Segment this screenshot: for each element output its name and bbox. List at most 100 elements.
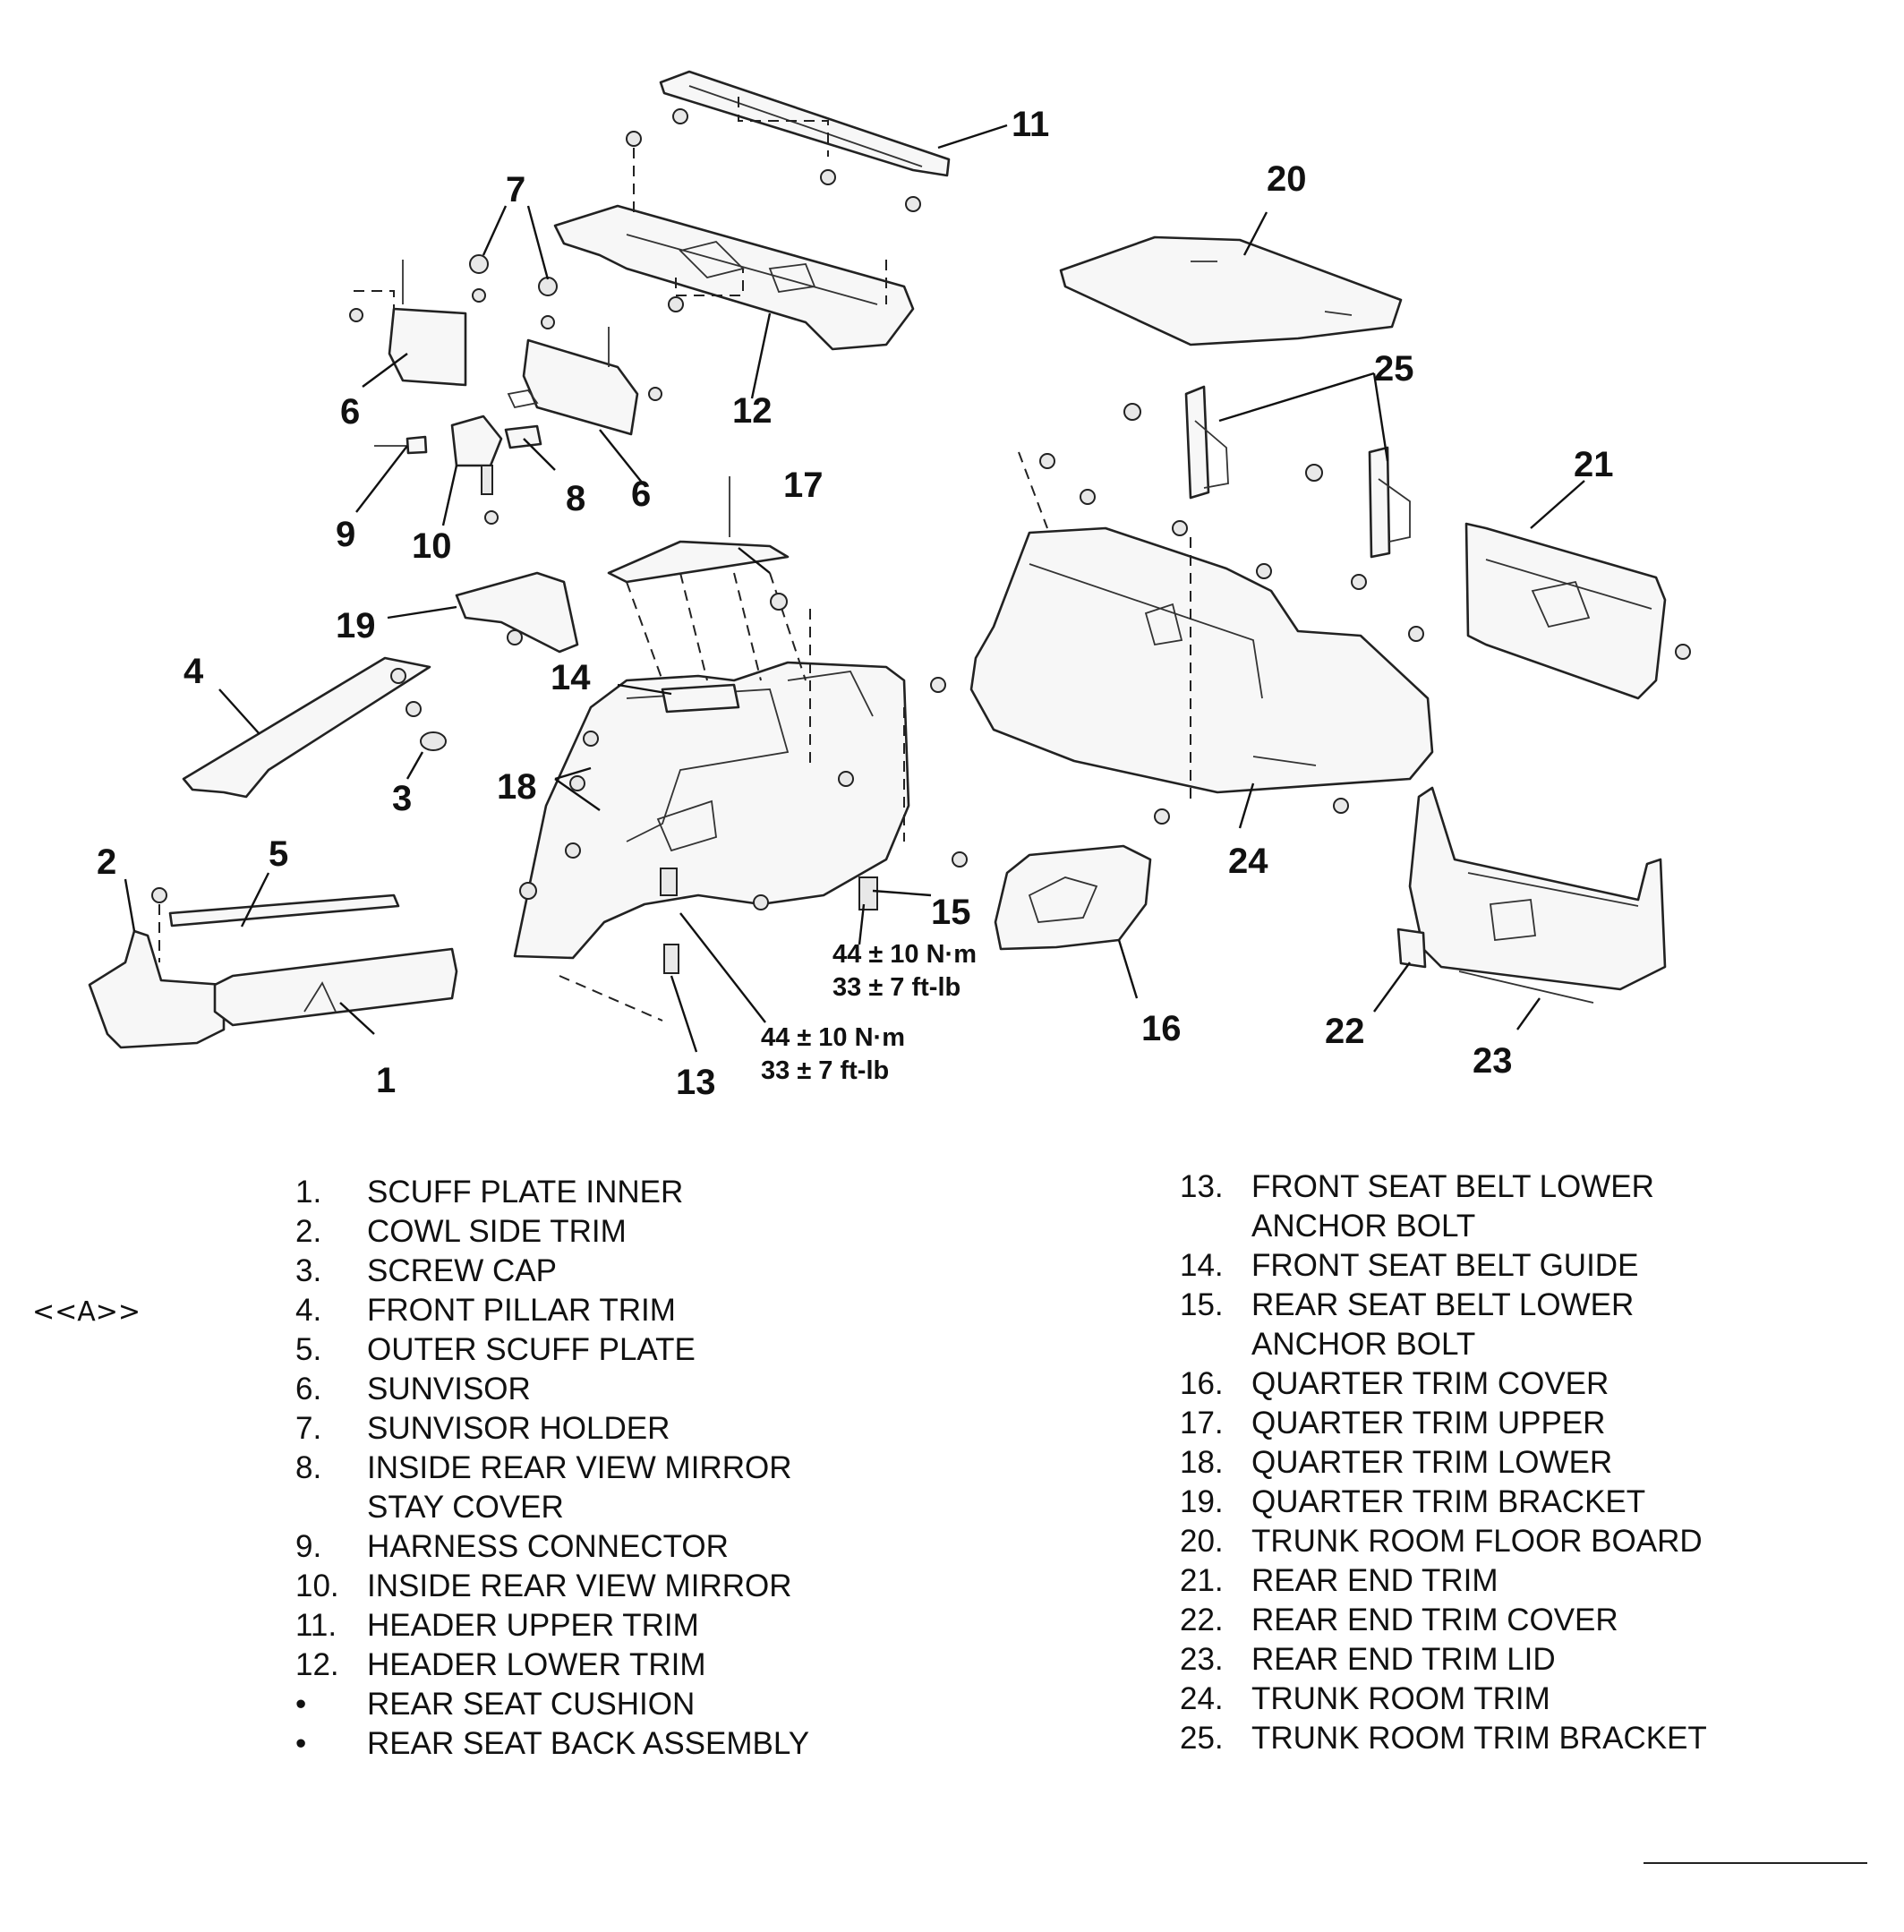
legend-item-continuation: ANCHOR BOLT [1251, 1209, 1476, 1244]
callout-13: 13 [676, 1063, 716, 1102]
trunk-room-trim [969, 451, 1434, 825]
legend-item: 11.HEADER UPPER TRIM [295, 1606, 809, 1646]
legend-item-number: 24. [1180, 1681, 1224, 1716]
legend-item: 2.COWL SIDE TRIM [295, 1212, 809, 1252]
legend-item-label: HARNESS CONNECTOR [367, 1529, 729, 1564]
footer-rule [1644, 1862, 1867, 1864]
header-lower-trim [553, 131, 915, 351]
legend-item-continuation: STAY COVER [367, 1490, 564, 1525]
callout-2: 2 [97, 842, 116, 882]
legend-item-label: SUNVISOR [367, 1372, 531, 1406]
callout-17: 17 [783, 466, 824, 505]
sunvisor-left [349, 260, 467, 387]
legend-item-number: 7. [295, 1411, 322, 1446]
rear-end-trim-cover [1396, 928, 1427, 969]
legend-item: 14. FRONT SEAT BELT GUIDE [1180, 1246, 1707, 1286]
legend-item: 25.TRUNK ROOM TRIM BRACKET [1180, 1719, 1707, 1758]
callout-3: 3 [392, 779, 412, 818]
legend-item-continuation: ANCHOR BOLT [1251, 1327, 1476, 1362]
legend-item-number: 5. [295, 1332, 322, 1367]
inside-rear-view-mirror [374, 389, 542, 525]
legend-item-number: 14. [1180, 1248, 1224, 1283]
legend-item-number: 19. [1180, 1484, 1224, 1519]
callout-21: 21 [1574, 445, 1614, 484]
legend-item-number: 11. [295, 1608, 337, 1643]
callout-10: 10 [412, 526, 452, 566]
torque-spec-15-nm: 44 ± 10 N·m [832, 940, 977, 969]
callout-9: 9 [336, 515, 355, 554]
legend-item-label: INSIDE REAR VIEW MIRROR [367, 1569, 792, 1603]
legend-item-number: 6. [295, 1372, 322, 1406]
legend-item-number: 4. [295, 1293, 322, 1328]
legend-item: 12. HEADER LOWER TRIM [295, 1646, 809, 1685]
callout-labels: 1 2 3 4 5 6 6 7 8 9 10 11 12 13 14 15 16… [97, 105, 1614, 1102]
callout-5: 5 [269, 834, 288, 874]
callout-19: 19 [336, 606, 376, 645]
legend-item-number: 2. [295, 1214, 322, 1249]
legend-item: 19.QUARTER TRIM BRACKET [1180, 1483, 1707, 1522]
legend-item-label: QUARTER TRIM LOWER [1251, 1445, 1613, 1480]
legend-item: 18.QUARTER TRIM LOWER [1180, 1443, 1707, 1483]
legend-item-number: 1. [295, 1175, 322, 1210]
parts-legend-right: 13. FRONT SEAT BELT LOWER ANCHOR BOLT 14. FR… [1180, 1167, 1707, 1758]
front-seat-belt-guide [661, 683, 740, 714]
rear-seat-belt-lower-anchor-bolt [660, 868, 878, 910]
legend-item-label: FRONT SEAT BELT LOWER [1251, 1169, 1654, 1204]
legend-item: 4.FRONT PILLAR TRIM [295, 1291, 809, 1330]
legend-item: 7.SUNVISOR HOLDER [295, 1409, 809, 1449]
legend-item-label: REAR END TRIM LID [1251, 1642, 1556, 1677]
legend-item: 8.INSIDE REAR VIEW MIRROR [295, 1449, 809, 1488]
legend-item: 9.HARNESS CONNECTOR [295, 1527, 809, 1567]
legend-item-number: 23. [1180, 1642, 1224, 1677]
legend-item-label: HEADER LOWER TRIM [367, 1647, 706, 1682]
legend-item-label: TRUNK ROOM FLOOR BOARD [1251, 1524, 1703, 1559]
legend-item: 13. FRONT SEAT BELT LOWER [1180, 1167, 1707, 1207]
legend-item: 23. REAR END TRIM LID [1180, 1640, 1707, 1680]
callout-1: 1 [376, 1061, 396, 1100]
legend-item-label: REAR END TRIM COVER [1251, 1603, 1618, 1637]
callout-15: 15 [931, 893, 971, 932]
legend-item-label: TRUNK ROOM TRIM [1251, 1681, 1550, 1716]
legend-item-number: 10. [295, 1569, 339, 1603]
legend-item: 6. SUNVISOR [295, 1370, 809, 1409]
callout-11: 11 [1012, 105, 1049, 144]
legend-item: 3. SCREW CAP [295, 1252, 809, 1291]
legend-item: 21.REAR END TRIM [1180, 1561, 1707, 1601]
legend-item-number: 16. [1180, 1366, 1224, 1401]
legend-item-label: REAR END TRIM [1251, 1563, 1498, 1598]
section-reference-note: <<A>> [32, 1296, 141, 1328]
torque-spec-13-ftlb: 33 ± 7 ft-lb [761, 1056, 889, 1085]
callout-18: 18 [497, 767, 537, 807]
legend-item: 10. INSIDE REAR VIEW MIRROR [295, 1567, 809, 1606]
legend-item-label: QUARTER TRIM UPPER [1251, 1406, 1606, 1440]
trunk-room-floor-board [1059, 235, 1403, 346]
callout-20: 20 [1267, 159, 1307, 199]
legend-item-number: 12. [295, 1647, 339, 1682]
legend-item-label: FRONT SEAT BELT GUIDE [1251, 1248, 1639, 1283]
legend-item-number: • [295, 1726, 307, 1761]
front-seat-belt-lower-anchor-bolt [559, 944, 679, 1022]
legend-item-label: QUARTER TRIM COVER [1251, 1366, 1609, 1401]
quarter-trim-cover [994, 844, 1152, 951]
callout-16: 16 [1141, 1009, 1182, 1048]
legend-item: •REAR SEAT CUSHION [295, 1685, 809, 1724]
legend-item: 1. SCUFF PLATE INNER [295, 1173, 809, 1212]
legend-item-number: 3. [295, 1253, 322, 1288]
legend-item: 5.OUTER SCUFF PLATE [295, 1330, 809, 1370]
legend-item: 24. TRUNK ROOM TRIM [1180, 1680, 1707, 1719]
legend-item: 16. QUARTER TRIM COVER [1180, 1364, 1707, 1404]
legend-item-number: 8. [295, 1450, 322, 1485]
legend-item-number: 13. [1180, 1169, 1224, 1204]
callout-24: 24 [1228, 842, 1268, 881]
front-pillar-trim [182, 656, 431, 799]
trunk-room-trim-brackets [1123, 385, 1411, 559]
legend-item: 17.QUARTER TRIM UPPER [1180, 1404, 1707, 1443]
header-upper-trim [659, 70, 951, 212]
legend-item-label: SCUFF PLATE INNER [367, 1175, 684, 1210]
torque-specs: 44 ± 10 N·m 33 ± 7 ft-lb 44 ± 10 N·m 33 … [761, 940, 977, 1085]
legend-item-label: SCREW CAP [367, 1253, 557, 1288]
legend-item-label: REAR SEAT BELT LOWER [1251, 1287, 1635, 1322]
callout-6-left: 6 [340, 392, 360, 432]
quarter-trim-lower [513, 572, 968, 960]
